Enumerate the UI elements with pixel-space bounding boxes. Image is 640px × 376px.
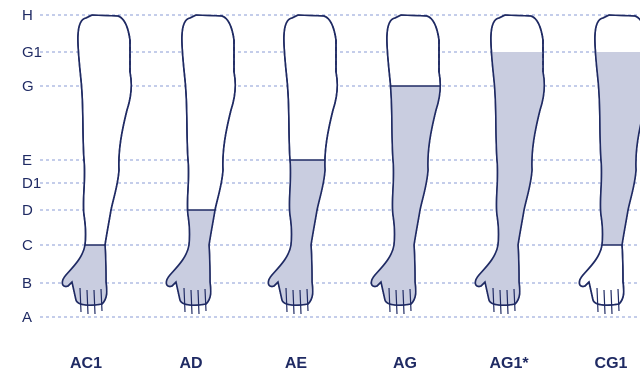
level-label-d1: D1 xyxy=(22,175,41,192)
coverage-area xyxy=(564,52,640,245)
garment-code-label: CG1 xyxy=(595,355,628,372)
level-label-d: D xyxy=(22,202,33,219)
garment-code-label: AE xyxy=(285,355,308,372)
level-label-a: A xyxy=(22,309,32,326)
garment-code-label: AC1 xyxy=(70,355,102,372)
level-label-c: C xyxy=(22,237,33,254)
coverage-area xyxy=(460,52,550,330)
level-label-e: E xyxy=(22,152,32,169)
garment-code-label: AG xyxy=(393,355,417,372)
level-label-g1: G1 xyxy=(22,44,42,61)
arm-figure-cg1 xyxy=(564,15,640,314)
level-label-b: B xyxy=(22,275,32,292)
level-label-g: G xyxy=(22,78,34,95)
level-label-h: H xyxy=(22,7,33,24)
garment-code-label: AD xyxy=(179,355,202,372)
garment-code-label: AG1* xyxy=(489,355,529,372)
coverage-area xyxy=(151,210,241,330)
